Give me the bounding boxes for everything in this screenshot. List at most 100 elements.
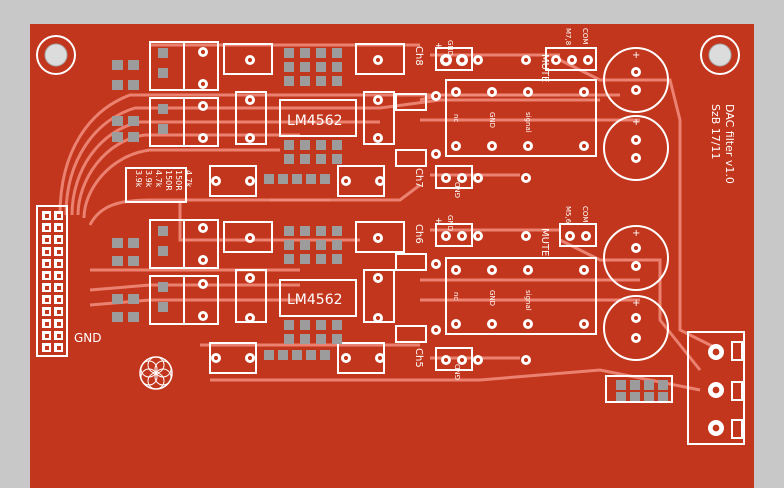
smd-pad xyxy=(128,116,139,126)
ribbon-connector xyxy=(36,205,68,357)
m56-label: M5,6 xyxy=(564,206,572,224)
smd-pad xyxy=(158,104,168,114)
smd-pad xyxy=(284,48,294,58)
smd-pad xyxy=(316,226,326,236)
th-pad-hole xyxy=(433,93,439,99)
smd-pad xyxy=(158,226,168,236)
component-outlines-top xyxy=(149,41,427,197)
smd-pad xyxy=(658,380,668,390)
mounting-hole-left xyxy=(36,35,76,75)
th-pad-hole xyxy=(581,89,587,95)
th-pad-hole xyxy=(200,313,206,319)
th-pad-hole xyxy=(569,57,575,63)
th-pad-hole xyxy=(453,321,459,327)
smd-pad xyxy=(300,154,310,164)
smd-pad xyxy=(316,254,326,264)
connector-pad-hole xyxy=(57,298,61,302)
relay-top xyxy=(445,79,597,157)
smd-pad xyxy=(158,124,168,134)
smd-pad xyxy=(300,48,310,58)
th-pad-hole xyxy=(712,386,720,394)
smd-pad xyxy=(300,240,310,250)
th-pad-hole xyxy=(475,357,481,363)
smd-pad xyxy=(332,62,342,72)
ch5-label: Ch5 xyxy=(413,348,424,368)
smd-pad xyxy=(284,320,294,330)
smd-pad xyxy=(128,312,139,322)
th-pad-hole xyxy=(523,357,529,363)
smd-pad xyxy=(658,392,668,402)
smd-pad xyxy=(112,256,123,266)
th-pad-hole xyxy=(459,57,465,63)
th-pad-hole xyxy=(443,233,449,239)
mute-label-bottom: MUTE xyxy=(539,228,550,256)
smd-pad xyxy=(616,392,626,402)
connector-pad-hole xyxy=(57,238,61,242)
smd-pad xyxy=(644,392,654,402)
smd-pad xyxy=(332,226,342,236)
resistor-values: 4.7k 150R 150R 4.7k 3.9k 3.9k xyxy=(134,170,193,191)
th-pad-hole xyxy=(523,175,529,181)
th-pad-hole xyxy=(433,151,439,157)
smd-pad xyxy=(278,350,288,360)
gnd-label-connector: GND xyxy=(74,331,102,345)
svg-text:+: + xyxy=(632,50,640,61)
smd-pad xyxy=(112,80,123,90)
smd-pad xyxy=(332,48,342,58)
gnd-label-ch7: GND xyxy=(454,182,462,198)
smd-pad xyxy=(278,174,288,184)
th-pad-hole xyxy=(633,87,639,93)
th-pad-hole xyxy=(475,233,481,239)
smd-pad xyxy=(158,282,168,292)
th-pad-hole xyxy=(633,155,639,161)
smd-pad xyxy=(128,132,139,142)
smd-pad xyxy=(284,76,294,86)
connector-pad-hole xyxy=(45,274,49,278)
smd-pad xyxy=(264,174,274,184)
th-pad-hole xyxy=(633,137,639,143)
th-pad-hole xyxy=(581,321,587,327)
smd-pad xyxy=(284,226,294,236)
connector-pad-hole xyxy=(57,346,61,350)
th-pad-hole xyxy=(343,355,349,361)
ic-label-top: LM4562 xyxy=(287,113,343,129)
th-pad-hole xyxy=(200,135,206,141)
th-pad-hole xyxy=(523,233,529,239)
smd-pad xyxy=(158,68,168,78)
th-pad-hole xyxy=(581,267,587,273)
th-pad-hole xyxy=(633,335,639,341)
connector-pad-hole xyxy=(45,310,49,314)
th-pad-hole xyxy=(377,355,383,361)
smd-pad xyxy=(284,254,294,264)
ic-label-bottom: LM4562 xyxy=(287,292,343,308)
smd-pad xyxy=(300,62,310,72)
smd-pad xyxy=(284,240,294,250)
smd-pad xyxy=(316,240,326,250)
smd-pad xyxy=(158,48,168,58)
th-pad-hole xyxy=(200,257,206,263)
smd-pad xyxy=(292,174,302,184)
connector-pad-hole xyxy=(57,286,61,290)
smd-pad xyxy=(158,302,168,312)
connector-pad-hole xyxy=(45,262,49,266)
th-pad-hole xyxy=(459,233,465,239)
smd-pad xyxy=(284,62,294,72)
relay-gnd-bottom: GND xyxy=(488,290,496,306)
svg-text:150R: 150R xyxy=(174,170,183,191)
th-pad-hole xyxy=(583,233,589,239)
th-pad-hole xyxy=(459,175,465,181)
th-pad-hole xyxy=(525,89,531,95)
mounting-hole-right xyxy=(700,35,740,75)
connector-pad-hole xyxy=(57,274,61,278)
pin-header-small xyxy=(605,375,673,403)
smd-pad xyxy=(112,238,123,248)
board-title: DAC filter v1.0 xyxy=(723,104,736,184)
th-pad-hole xyxy=(453,143,459,149)
relay-bottom xyxy=(445,257,597,335)
smd-pad xyxy=(284,334,294,344)
th-pad-hole xyxy=(200,81,206,87)
smd-pad xyxy=(300,320,310,330)
th-pad-hole xyxy=(443,57,449,63)
svg-text:4.7k: 4.7k xyxy=(184,170,193,188)
